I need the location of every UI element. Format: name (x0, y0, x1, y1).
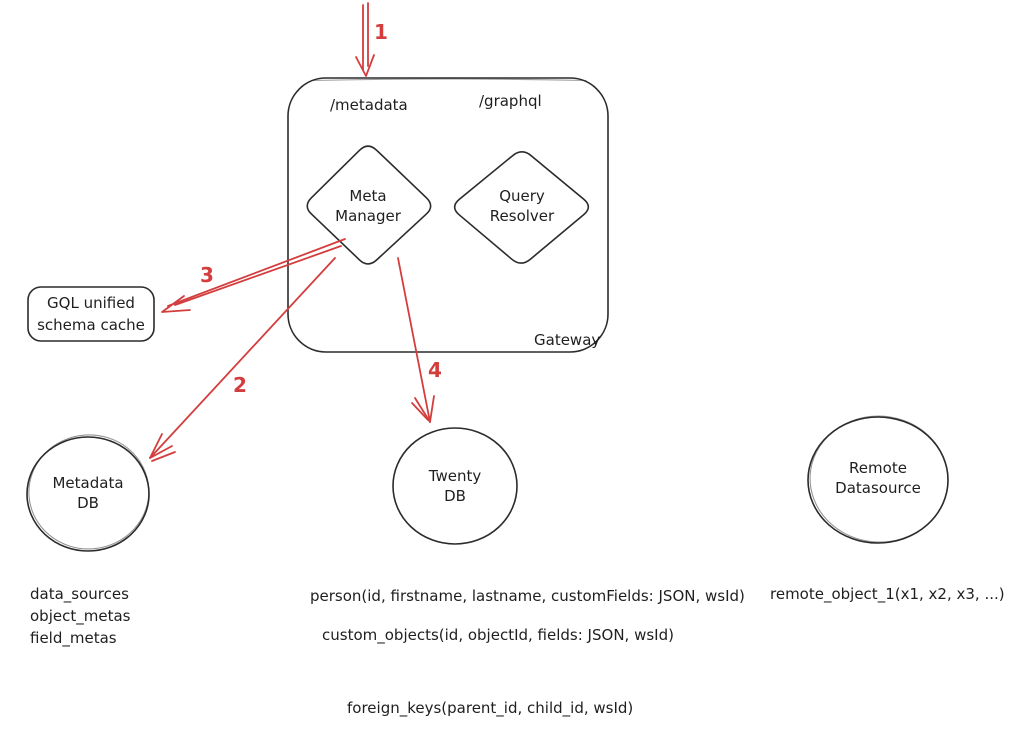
meta-manager-diamond (306, 145, 432, 265)
twenty-db-label: Twenty DB (428, 467, 482, 505)
schema-cache-label: GQL unified schema cache (37, 294, 145, 334)
gateway-box (287, 77, 609, 353)
custom-objects-table-label: custom_objects(id, objectId, fields: JSO… (322, 626, 674, 644)
query-resolver-diamond (453, 151, 590, 264)
arrow-4 (397, 257, 435, 423)
twenty-db-circle (392, 427, 518, 545)
arrow-1-label: 1 (374, 20, 388, 44)
person-table-label: person(id, firstname, lastname, customFi… (310, 587, 745, 605)
remote-object-table-label: remote_object_1(x1, x2, x3, ...) (770, 585, 1005, 603)
query-resolver-label: Query Resolver (489, 187, 555, 225)
arrow-2-label: 2 (233, 373, 247, 397)
gateway-label: Gateway (534, 331, 601, 349)
arrow-3-label: 3 (200, 263, 214, 287)
arrow-1 (355, 2, 375, 77)
metadata-db-label: Metadata DB (52, 474, 124, 512)
route-metadata-label: /metadata (330, 96, 408, 114)
route-graphql-label: /graphql (479, 92, 542, 110)
remote-datasource-label: Remote Datasource (835, 459, 921, 497)
meta-manager-label: Meta Manager (335, 187, 401, 225)
metadata-tables-list: data_sources object_metas field_metas (30, 585, 131, 647)
arrow-2 (149, 257, 336, 462)
arrow-4-label: 4 (428, 358, 442, 382)
foreign-keys-table-label: foreign_keys(parent_id, child_id, wsId) (347, 699, 634, 717)
arrow-3 (161, 238, 346, 313)
schema-cache-box (27, 286, 155, 342)
